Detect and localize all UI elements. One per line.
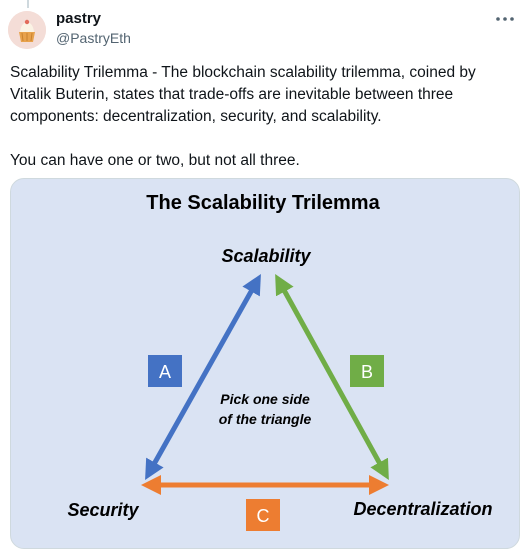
side-label-b-text: B: [361, 362, 373, 382]
side-label-a: A: [148, 355, 182, 387]
vertex-label-left: Security: [67, 500, 139, 520]
side-b-arrow: [275, 273, 389, 481]
side-a-arrow: [145, 274, 261, 480]
author-handle[interactable]: @PastryEth: [56, 30, 131, 46]
tweet-paragraph: Scalability Trilemma - The blockchain sc…: [10, 64, 476, 125]
author-name[interactable]: pastry: [56, 10, 102, 27]
vertex-label-right: Decentralization: [353, 499, 492, 519]
diagram-title: The Scalability Trilemma: [146, 192, 380, 214]
avatar[interactable]: [8, 11, 46, 49]
side-label-c-text: C: [257, 506, 270, 526]
side-label-b: B: [350, 355, 384, 387]
cupcake-avatar-icon: [8, 11, 46, 49]
more-horizontal-icon: [496, 17, 514, 21]
thread-connector-line: [27, 0, 29, 8]
more-options-button[interactable]: [494, 10, 516, 28]
tweet-text: Scalability Trilemma - The blockchain sc…: [10, 62, 515, 172]
tweet-media-image[interactable]: The Scalability Trilemma Scalability Sec…: [10, 178, 520, 549]
center-instruction-line: Pick one side: [220, 391, 310, 407]
tweet-paragraph: You can have one or two, but not all thr…: [10, 152, 300, 169]
side-label-c: C: [246, 499, 280, 531]
vertex-label-top: Scalability: [221, 246, 311, 266]
center-instruction-line: of the triangle: [219, 411, 312, 427]
side-label-a-text: A: [159, 362, 171, 382]
trilemma-diagram: The Scalability Trilemma Scalability Sec…: [67, 192, 493, 531]
